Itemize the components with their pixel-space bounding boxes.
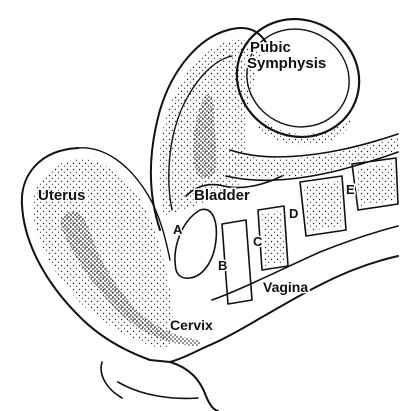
label-pubic-symphysis-line1: Pubic bbox=[250, 39, 291, 56]
label-marker-e: E bbox=[346, 182, 355, 197]
pubic-symphysis-shading bbox=[258, 118, 352, 145]
compartment-a bbox=[175, 209, 216, 278]
label-vagina: Vagina bbox=[263, 279, 308, 295]
compartment-shading-c bbox=[262, 211, 285, 266]
compartment-shading-d bbox=[304, 181, 343, 231]
cervix-outline bbox=[170, 362, 218, 411]
compartment-shading-e bbox=[356, 163, 396, 206]
label-bladder: Bladder bbox=[194, 187, 250, 204]
vagina-lower-wall bbox=[210, 256, 398, 345]
label-marker-a: A bbox=[173, 222, 183, 237]
label-uterus: Uterus bbox=[38, 187, 86, 204]
label-marker-b: B bbox=[218, 258, 227, 273]
label-pubic-symphysis-line2: Symphysis bbox=[247, 55, 326, 72]
label-marker-c: C bbox=[253, 234, 263, 249]
label-marker-d: D bbox=[289, 206, 298, 221]
label-cervix: Cervix bbox=[170, 317, 213, 333]
